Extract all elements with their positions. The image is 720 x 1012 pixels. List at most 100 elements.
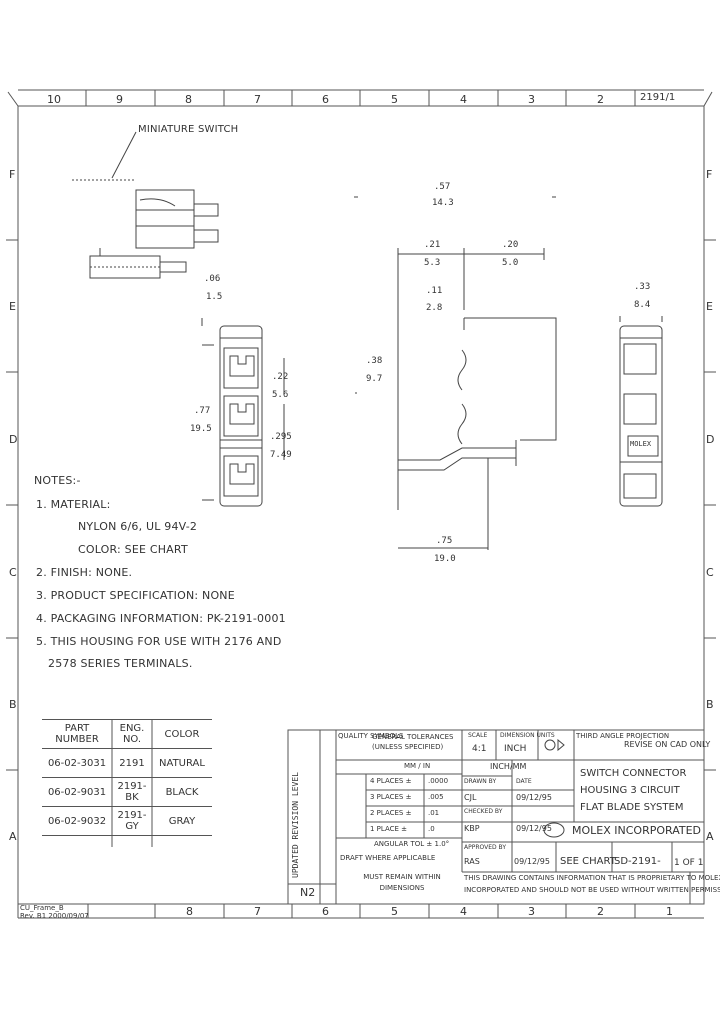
dim-pitch: .22 bbox=[272, 372, 289, 382]
cell-part-number: 06-02-9032 bbox=[42, 806, 112, 836]
parts-table: PART NUMBER ENG. NO. COLOR 06-02-3031 21… bbox=[42, 719, 212, 836]
general-tolerances-label: GENERAL TOLERANCES (UNLESS SPECIFIED) bbox=[372, 733, 454, 751]
sheet-number: 1 OF 1 bbox=[674, 858, 704, 868]
revision-level: N2 bbox=[300, 886, 316, 899]
proprietary-line-2: INCORPORATED AND SHOULD NOT BE USED WITH… bbox=[464, 886, 720, 894]
molex-logo-mark bbox=[543, 738, 565, 838]
units-value: INCH bbox=[504, 744, 527, 754]
tol-1-place-value: .0 bbox=[428, 825, 435, 833]
cell-eng-no: 2191-BK bbox=[112, 777, 152, 807]
must-remain-note: MUST REMAIN WITHIN DIMENSIONS bbox=[363, 873, 441, 892]
note-5-cont: 2578 SERIES TERMINALS. bbox=[48, 657, 193, 670]
zone-col-4: 4 bbox=[460, 93, 467, 106]
table-row: 06-02-9032 2191-GY GRAY bbox=[42, 806, 212, 836]
zone-row-e-right: E bbox=[706, 300, 713, 313]
tol-3-places-value: .005 bbox=[428, 793, 444, 801]
angular-tol: ANGULAR TOL ± 1.0° bbox=[374, 840, 450, 848]
dim-front-mm: 1.5 bbox=[206, 292, 223, 302]
title-line-1: SWITCH CONNECTOR bbox=[580, 768, 687, 779]
header-part-number: PART NUMBER bbox=[42, 719, 112, 749]
cell-part-number: 06-02-9031 bbox=[42, 777, 112, 807]
revise-note: REVISE ON CAD ONLY bbox=[624, 740, 711, 749]
approved-by-name: RAS bbox=[464, 857, 480, 866]
date-label: DATE bbox=[516, 778, 532, 785]
note-1-color: COLOR: SEE CHART bbox=[78, 543, 188, 556]
dimension-units-label: DIMENSION UNITS bbox=[500, 732, 555, 739]
mm-in-label: MM / IN bbox=[404, 762, 431, 770]
draft-note: DRAFT WHERE APPLICABLE bbox=[340, 854, 436, 862]
cell-color: GRAY bbox=[152, 806, 212, 836]
dim-width: .77 bbox=[194, 406, 211, 416]
zone-row-d-left: D bbox=[9, 433, 18, 446]
miniature-switch-label: MINIATURE SWITCH bbox=[138, 124, 239, 135]
zone-bottom-3: 3 bbox=[528, 905, 535, 918]
cell-eng-no: 2191 bbox=[112, 748, 152, 778]
tol-4-places: 4 PLACES ± bbox=[370, 777, 412, 785]
title-block-grid bbox=[287, 729, 705, 905]
drawing-status: INCH/MM bbox=[490, 762, 527, 771]
third-angle-label: THIRD ANGLE PROJECTION bbox=[576, 732, 670, 740]
dim-width-mm: 19.5 bbox=[190, 424, 212, 434]
zone-bottom-2: 2 bbox=[597, 905, 604, 918]
zone-row-b-right: B bbox=[706, 698, 714, 711]
tol-1-place: 1 PLACE ± bbox=[370, 825, 408, 833]
molex-mark: MOLEX bbox=[630, 440, 652, 448]
dim-top: .11 bbox=[426, 286, 443, 296]
drawn-date: 09/12/95 bbox=[516, 793, 552, 802]
zone-bottom-6: 6 bbox=[322, 905, 329, 918]
format-revision: Rev. B1 2000/09/07 bbox=[20, 912, 89, 920]
dim-height: .38 bbox=[366, 356, 383, 366]
title-line-2: HOUSING 3 CIRCUIT bbox=[580, 785, 680, 796]
drawn-by-name: CJL bbox=[464, 793, 477, 802]
cell-color: NATURAL bbox=[152, 748, 212, 778]
cell-color: BLACK bbox=[152, 777, 212, 807]
dim-left-mm: 5.3 bbox=[424, 258, 441, 268]
revision-history: UPDATED REVISION LEVEL bbox=[291, 772, 300, 878]
tol-4-places-value: .0000 bbox=[428, 777, 449, 785]
zone-col-7: 7 bbox=[254, 93, 261, 106]
dim-overall-mm: 14.3 bbox=[432, 198, 454, 208]
zone-bottom-7: 7 bbox=[254, 905, 261, 918]
company-name: MOLEX INCORPORATED bbox=[572, 824, 702, 837]
zone-row-c-left: C bbox=[9, 566, 17, 579]
dim-side-mm: 8.4 bbox=[634, 300, 651, 310]
note-1-material: NYLON 6/6, UL 94V-2 bbox=[78, 520, 198, 533]
drawn-by-label: DRAWN BY bbox=[464, 778, 497, 785]
scale-value: 4:1 bbox=[472, 744, 487, 754]
checked-date: 09/12/95 bbox=[516, 824, 552, 833]
zone-col-3: 3 bbox=[528, 93, 535, 106]
note-2: 2. FINISH: NONE. bbox=[36, 566, 133, 579]
note-4: 4. PACKAGING INFORMATION: PK-2191-0001 bbox=[36, 612, 286, 625]
cell-eng-no: 2191-GY bbox=[112, 806, 152, 836]
zone-row-a-left: A bbox=[9, 830, 17, 843]
zone-row-d-right: D bbox=[706, 433, 715, 446]
dim-pitch2: .295 bbox=[270, 432, 292, 442]
zone-col-10: 10 bbox=[47, 93, 61, 106]
dim-bottom: .75 bbox=[436, 536, 453, 546]
checked-by-label: CHECKED BY bbox=[464, 808, 503, 815]
tol-2-places: 2 PLACES ± bbox=[370, 809, 412, 817]
dim-top-mm: 2.8 bbox=[426, 303, 443, 313]
quality-symbols-label: QUALITY SYMBOLS bbox=[338, 732, 404, 740]
checked-by-name: KBP bbox=[464, 824, 480, 833]
dim-overall: .57 bbox=[434, 182, 451, 192]
zone-row-e-left: E bbox=[9, 300, 16, 313]
zone-col-6: 6 bbox=[322, 93, 329, 106]
dim-left: .21 bbox=[424, 240, 441, 250]
proprietary-line-1: THIS DRAWING CONTAINS INFORMATION THAT I… bbox=[464, 874, 720, 882]
note-1: 1. MATERIAL: bbox=[36, 498, 111, 511]
dim-right-mm: 5.0 bbox=[502, 258, 519, 268]
zone-row-f-right: F bbox=[706, 168, 713, 181]
zone-row-f-left: F bbox=[9, 168, 16, 181]
housing-section-view bbox=[354, 196, 557, 550]
zone-col-5: 5 bbox=[391, 93, 398, 106]
housing-front-view bbox=[201, 318, 285, 507]
format-name: CU_Frame_B bbox=[20, 904, 64, 912]
cell-part-number: 06-02-3031 bbox=[42, 748, 112, 778]
zone-doc-ref: 2191/1 bbox=[640, 92, 676, 103]
note-5: 5. THIS HOUSING FOR USE WITH 2176 AND bbox=[36, 635, 282, 648]
zone-col-8: 8 bbox=[185, 93, 192, 106]
approved-by-label: APPROVED BY bbox=[464, 844, 507, 851]
dim-pitch-mm: 5.6 bbox=[272, 390, 289, 400]
